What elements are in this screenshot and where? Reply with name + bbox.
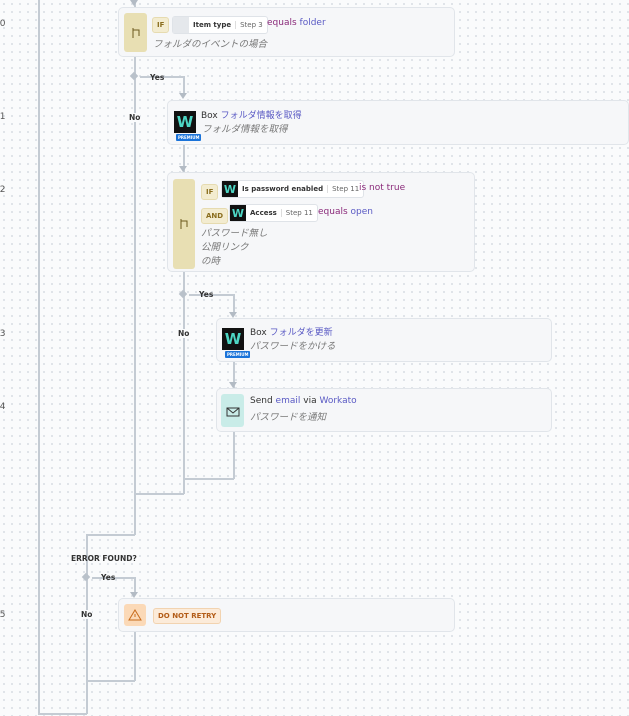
step-14-email-card[interactable]: Send email via Workato パスワードを通知 (216, 388, 552, 432)
no-label: No (178, 329, 190, 338)
branch-icon (173, 179, 195, 269)
pill-field: Access (250, 209, 277, 217)
step-number: 11 (0, 112, 6, 122)
operator: equals (318, 207, 348, 217)
yes-label: Yes (101, 573, 116, 582)
step-comment: パスワードをかける (250, 341, 336, 352)
workato-icon: W (222, 181, 238, 197)
pill-step: Step 11 (280, 209, 317, 217)
do-not-retry-badge: DO NOT RETRY (153, 608, 222, 624)
step-comment: フォルダ情報を取得 (202, 124, 288, 135)
step-11-box-card[interactable]: W PREMIUM Box フォルダ情報を取得 フォルダ情報を取得 (167, 100, 629, 145)
no-label: No (129, 113, 141, 122)
no-label: No (81, 610, 93, 619)
premium-badge: PREMIUM (176, 134, 202, 141)
email-icon (221, 394, 244, 427)
step-number: 13 (0, 329, 6, 339)
pill-field: Is password enabled (242, 185, 324, 193)
workato-box-icon: W (222, 328, 244, 350)
action-name: フォルダを更新 (269, 328, 333, 338)
pill-step: Step 3 (235, 21, 267, 29)
pill-step: Step 11 (327, 185, 363, 193)
step-13-box-card[interactable]: W PREMIUM Box フォルダを更新 パスワードをかける (216, 318, 552, 362)
verb: Send (250, 396, 273, 406)
value: open (350, 207, 374, 217)
step-comment: パスワード無し公開リンクの時 (201, 228, 268, 267)
workato-icon: W (230, 205, 246, 221)
action-name: フォルダ情報を取得 (220, 111, 302, 121)
operator: is not true (359, 183, 406, 193)
warning-icon (124, 604, 146, 626)
premium-badge: PREMIUM (225, 351, 251, 358)
file-icon (173, 17, 189, 33)
yes-label: Yes (150, 73, 165, 82)
step-comment: フォルダのイベントの場合 (153, 39, 268, 50)
and-badge: AND (201, 208, 229, 224)
branch-icon (124, 13, 147, 52)
via: via (303, 396, 317, 406)
app-name: Box (250, 328, 267, 338)
step-15-error-card[interactable]: DO NOT RETRY (118, 598, 455, 632)
yes-label: Yes (199, 290, 214, 299)
app-name: Box (201, 111, 218, 121)
if-badge: IF (152, 17, 170, 33)
step-comment: パスワードを通知 (250, 412, 327, 423)
object: email (275, 396, 301, 406)
if-badge: IF (201, 184, 219, 200)
step-number: 14 (0, 402, 6, 412)
pill-field: Item type (193, 21, 232, 29)
step-number: 15 (0, 610, 6, 620)
error-found-label: ERROR FOUND? (71, 554, 137, 563)
workato-box-icon: W (174, 111, 196, 133)
value: folder (299, 18, 326, 28)
app-name: Workato (319, 396, 357, 406)
operator: equals (267, 18, 297, 28)
step-number: 12 (0, 185, 6, 195)
step-number: 10 (0, 19, 6, 29)
